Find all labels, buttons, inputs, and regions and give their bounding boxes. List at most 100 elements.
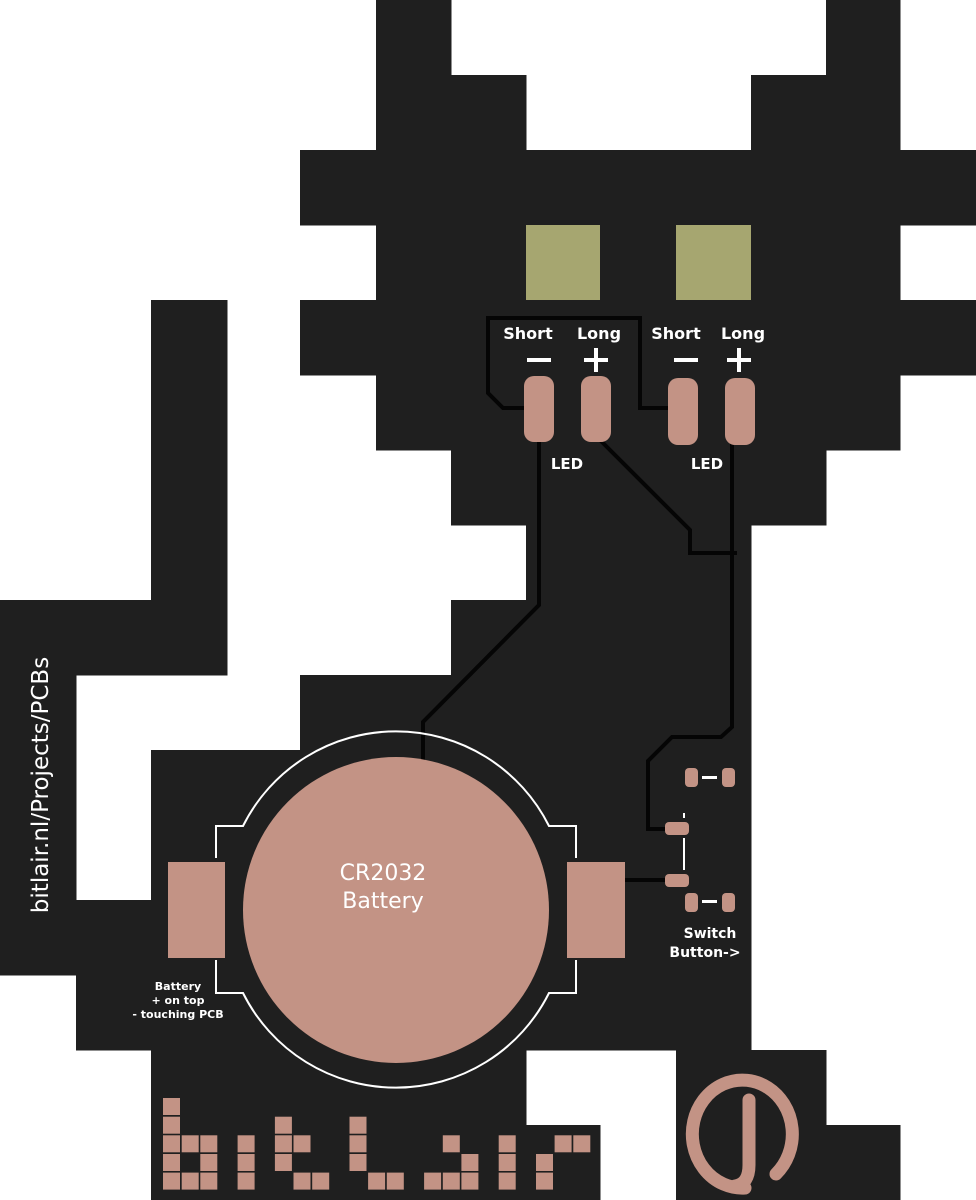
logo-pixel (163, 1116, 180, 1134)
copper-traces (421, 316, 737, 882)
battery-holder: CR2032 Battery Battery + on top - touchi… (132, 730, 625, 1089)
board-cell (676, 975, 752, 1051)
logo-pixel (498, 1135, 516, 1153)
switch-pad-bottom-left (685, 893, 698, 912)
battery-pad-right (567, 862, 625, 958)
led-2-long-label: Long (721, 324, 765, 343)
board-cell (600, 225, 677, 301)
battery-holder-outline (215, 730, 577, 1089)
bitlair-logo (163, 1098, 591, 1190)
logo-pixel (386, 1172, 404, 1190)
logo-pixel (461, 1154, 479, 1171)
board-cell (676, 525, 752, 601)
led-2-long-pad (725, 378, 755, 445)
board-cell (676, 750, 752, 826)
logo-pixel (312, 1172, 330, 1190)
logo-pixel (536, 1172, 553, 1190)
led-2: Short Long LED (651, 324, 765, 473)
board-cell (376, 150, 452, 226)
logo-pixel (181, 1172, 199, 1190)
logo-pixel (554, 1135, 572, 1153)
switch-silk-bottom (702, 900, 717, 903)
led-2-short-pad (668, 378, 698, 445)
board-cell (0, 750, 77, 826)
board-cell (676, 825, 752, 901)
cat-eyes (526, 225, 751, 300)
led-2-short-label: Short (651, 324, 701, 343)
board-cell (451, 1050, 527, 1126)
board-cell (0, 825, 77, 901)
logo-pixel (573, 1135, 591, 1153)
logo-pixel (424, 1172, 442, 1190)
logo-pixel (442, 1135, 460, 1153)
battery-note-line1: Battery (155, 980, 201, 993)
board-cell (751, 150, 827, 226)
left-eye (526, 225, 600, 300)
logo-pixel (498, 1172, 516, 1190)
battery-note-line2: + on top (152, 994, 205, 1007)
led-2-name-label: LED (691, 455, 723, 473)
board-cell (526, 675, 601, 751)
board-cell (676, 150, 752, 226)
board-cell (451, 675, 527, 751)
led-2-plus-icon (727, 348, 751, 372)
logo-pixel (442, 1172, 460, 1190)
board-cell (376, 675, 452, 751)
board-cell (376, 0, 452, 76)
board-cell (826, 0, 901, 76)
logo-pixel (498, 1154, 516, 1171)
logo-pixel (461, 1172, 479, 1190)
board-cell (300, 1050, 377, 1126)
switch-silk-top (702, 776, 717, 779)
led-1-long-label: Long (577, 324, 621, 343)
logo-pixel (368, 1172, 386, 1190)
board-cell (151, 375, 228, 451)
board-cell (526, 600, 601, 676)
logo-pixel (349, 1116, 367, 1134)
board-cell (600, 525, 677, 601)
board-cell (76, 975, 152, 1051)
board-cell (451, 150, 527, 226)
logo-pixel (274, 1116, 292, 1134)
logo-pixel (274, 1135, 292, 1153)
board-cell (600, 150, 677, 226)
board-cell (151, 525, 228, 601)
board-cell (600, 675, 677, 751)
led-1: Short Long LED (503, 324, 621, 473)
board-cell (751, 75, 827, 151)
board-cell (300, 150, 377, 226)
board-cell (600, 750, 677, 826)
logo-pixel (293, 1135, 311, 1153)
logo-pixel (163, 1135, 180, 1153)
power-icon (685, 1073, 799, 1195)
board-cell (600, 975, 677, 1051)
board-cell (376, 300, 452, 376)
board-cell (676, 900, 752, 976)
board-cell (600, 600, 677, 676)
board-cell (751, 300, 827, 376)
battery-pad-left (168, 862, 225, 958)
board-cell (376, 75, 452, 151)
board-cell (0, 900, 77, 976)
board-cell (151, 450, 228, 526)
battery-label-line2: Battery (342, 889, 423, 914)
board-cell (227, 1050, 301, 1126)
board-cell (151, 300, 228, 376)
logo-pixel (274, 1154, 292, 1171)
led-1-long-pad (581, 376, 611, 442)
board-cell (151, 600, 228, 676)
switch-label-line1: Switch (684, 926, 737, 942)
led-1-plus-icon (584, 348, 608, 372)
logo-pixel (163, 1154, 180, 1171)
board-cell (151, 750, 228, 826)
board-cell (300, 675, 377, 751)
board-cell (676, 675, 752, 751)
board-cell (676, 600, 752, 676)
logo-pixel (293, 1172, 311, 1190)
board-cell (0, 600, 77, 676)
board-cell (0, 675, 77, 751)
battery-contact-pad (243, 757, 549, 1063)
logo-pixel (200, 1154, 218, 1171)
led-1-short-label: Short (503, 324, 553, 343)
logo-pixel (163, 1172, 180, 1190)
